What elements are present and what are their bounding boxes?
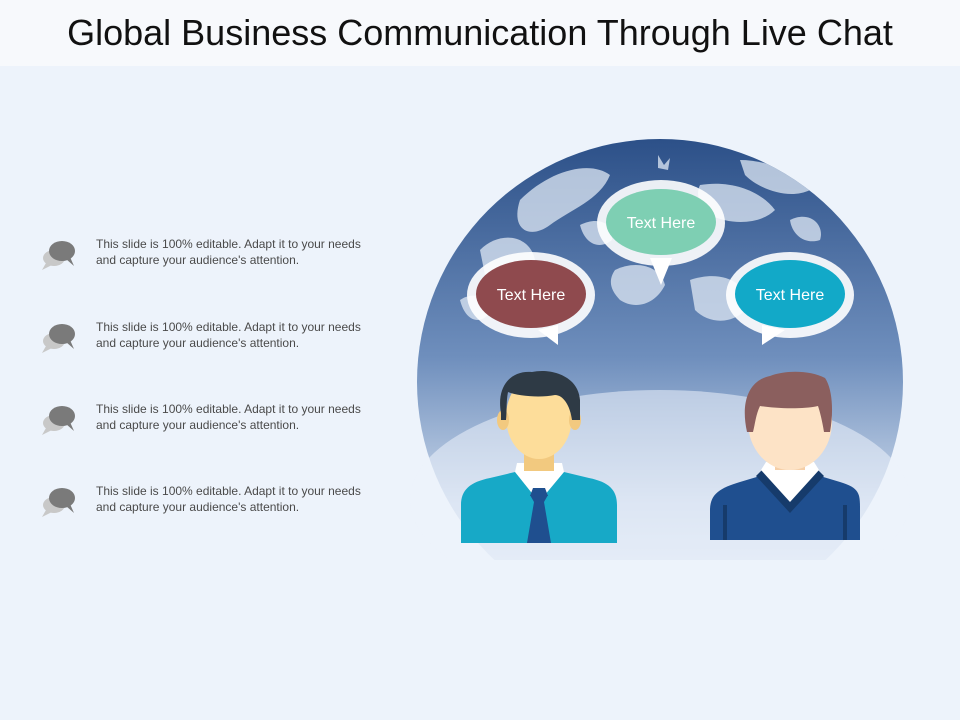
bubble-label-center: Text Here — [627, 215, 696, 232]
bullet-line: and capture your audience's attention. — [96, 418, 300, 432]
speech-bubble-right: Text Here — [726, 252, 854, 345]
title-bar — [0, 0, 960, 66]
bullet-line: and capture your audience's attention. — [96, 500, 300, 514]
slide-title: Global Business Communication Through Li… — [67, 12, 893, 53]
speech-bubble-center: Text Here — [597, 180, 725, 285]
chat-bubbles-icon — [42, 488, 75, 517]
bullet-item: This slide is 100% editable. Adapt it to… — [40, 236, 400, 276]
bullet-line: and capture your audience's attention. — [96, 253, 300, 267]
chat-bubbles-icon — [42, 241, 75, 270]
bullet-line: This slide is 100% editable. Adapt it to… — [96, 320, 361, 334]
bullet-text: This slide is 100% editable. Adapt it to… — [96, 236, 396, 268]
chat-bubbles-icon — [42, 324, 75, 353]
chat-bubbles-icon — [42, 406, 75, 435]
bubble-label-right: Text Here — [756, 287, 825, 304]
bullet-text: This slide is 100% editable. Adapt it to… — [96, 401, 396, 433]
businessman-avatar — [461, 370, 617, 543]
bubble-label-left: Text Here — [497, 287, 566, 304]
bullet-text: This slide is 100% editable. Adapt it to… — [96, 319, 396, 351]
bullet-line: and capture your audience's attention. — [96, 336, 300, 350]
bullet-item: This slide is 100% editable. Adapt it to… — [40, 319, 400, 359]
speech-bubble-left: Text Here — [467, 252, 595, 345]
bullet-text: This slide is 100% editable. Adapt it to… — [96, 483, 396, 515]
bullet-line: This slide is 100% editable. Adapt it to… — [96, 484, 361, 498]
man-in-sweater-avatar — [710, 371, 860, 540]
bullet-item: This slide is 100% editable. Adapt it to… — [40, 401, 400, 441]
bullet-item: This slide is 100% editable. Adapt it to… — [40, 483, 400, 523]
bullet-line: This slide is 100% editable. Adapt it to… — [96, 237, 361, 251]
global-chat-graphic: Text Here Text Here Text Here — [410, 139, 910, 560]
bullet-line: This slide is 100% editable. Adapt it to… — [96, 402, 361, 416]
